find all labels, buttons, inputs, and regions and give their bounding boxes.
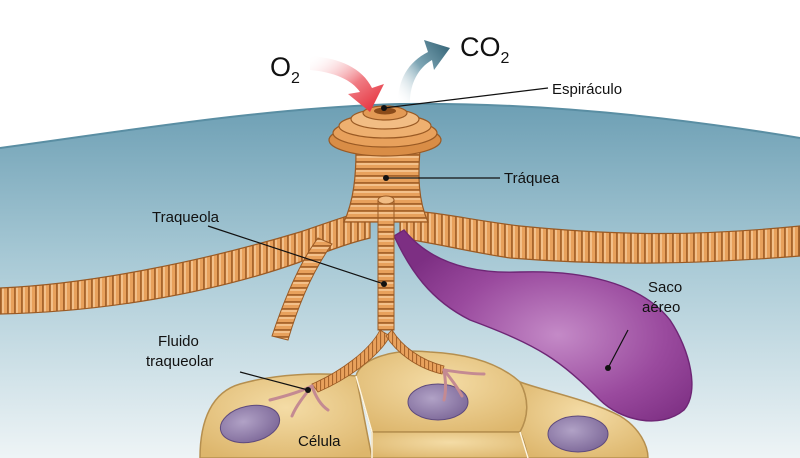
nucleus — [547, 415, 609, 453]
air-sac — [393, 229, 693, 422]
main-trachea-branch — [0, 209, 800, 315]
lower-left-trachea — [271, 237, 333, 341]
co2-outflow-arrow — [398, 40, 450, 102]
label-saco-line2: aéreo — [642, 299, 680, 316]
label-fluido-line2: traqueolar — [146, 353, 214, 370]
cell-cluster — [199, 350, 649, 458]
label-traqueola: Traqueola — [152, 209, 220, 226]
label-espiraculo: Espiráculo — [552, 81, 622, 98]
trachea-trunk — [343, 149, 429, 223]
tracheole — [311, 195, 445, 393]
o2-inflow-arrow — [310, 56, 384, 112]
co2-label: CO2 — [460, 32, 510, 67]
spiracle — [328, 105, 442, 157]
label-celula: Célula — [298, 433, 341, 450]
label-saco-line1: Saco — [648, 279, 682, 296]
nucleus — [219, 404, 281, 444]
nucleus — [407, 383, 469, 421]
label-traquea: Tráquea — [504, 170, 560, 187]
leader-lines — [207, 87, 629, 393]
o2-label: O2 — [270, 52, 300, 87]
label-fluido-line1: Fluido — [158, 333, 199, 350]
body-surface-line — [0, 102, 800, 149]
